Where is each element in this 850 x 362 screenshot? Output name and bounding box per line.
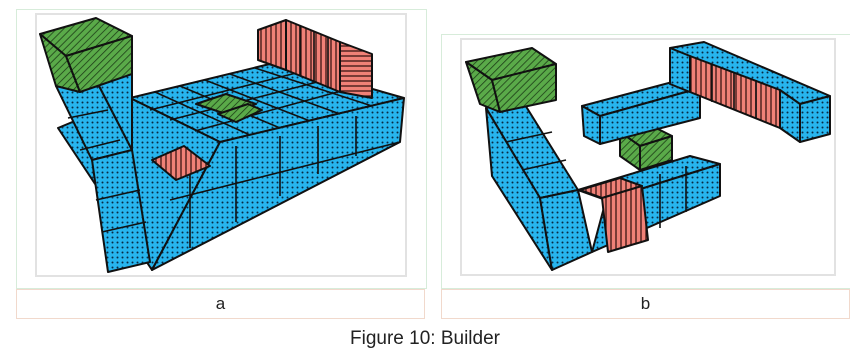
panel-a-builder-scene: [39, 17, 405, 273]
panel-a-red-tile: [151, 145, 211, 181]
figure-caption: Figure 10: Builder: [350, 328, 500, 349]
panel-b-label: b: [441, 289, 850, 319]
panel-b-builder-scene: [465, 41, 831, 271]
panel-a-label: a: [16, 289, 425, 319]
panel-a-slab-right-face: [151, 97, 405, 271]
